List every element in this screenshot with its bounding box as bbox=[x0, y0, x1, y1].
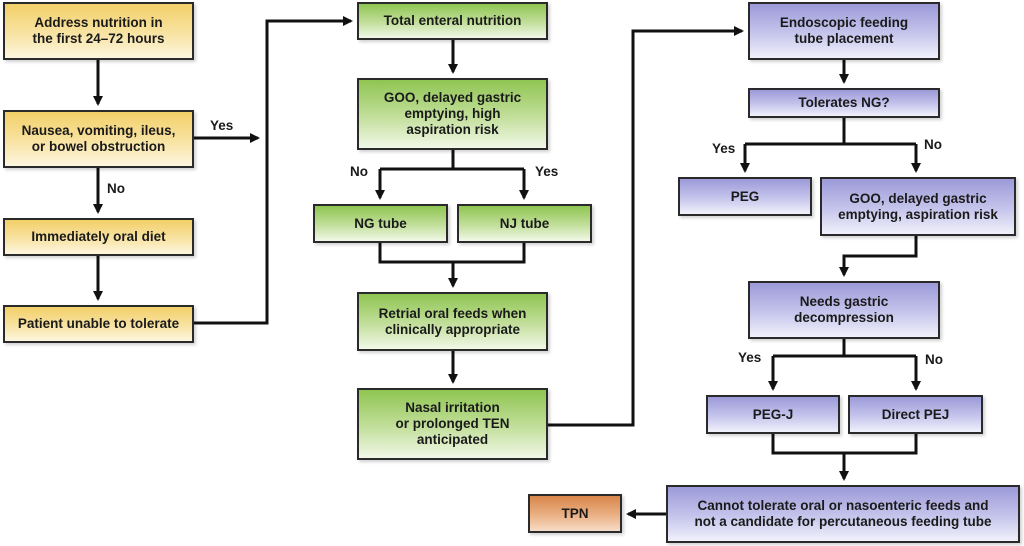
node-endoscopic-placement: Endoscopic feeding tube placement bbox=[748, 2, 940, 60]
node-cannot-tolerate: Cannot tolerate oral or nasoenteric feed… bbox=[666, 485, 1020, 543]
node-peg: PEG bbox=[678, 177, 812, 216]
label-goo-no: No bbox=[350, 164, 368, 179]
node-nasal-irritation: Nasal irritation or prolonged TEN antici… bbox=[357, 388, 548, 460]
branch-tolerates bbox=[745, 118, 916, 146]
label-goo-yes: Yes bbox=[535, 164, 559, 179]
node-ng-tube: NG tube bbox=[313, 204, 448, 243]
label-decompression-yes: Yes bbox=[738, 350, 762, 365]
node-direct-pej: Direct PEJ bbox=[848, 395, 983, 434]
merge-ng-nj bbox=[378, 243, 526, 264]
node-tolerates-ng: Tolerates NG? bbox=[748, 88, 940, 118]
node-goo-high-risk: GOO, delayed gastric emptying, high aspi… bbox=[357, 78, 548, 150]
branch-goo bbox=[380, 150, 524, 171]
arrow-nasal-to-endo bbox=[548, 26, 744, 427]
arrow-unable-to-ten bbox=[194, 16, 353, 325]
label-tolerates-no: No bbox=[924, 137, 942, 152]
node-peg-j: PEG-J bbox=[706, 395, 840, 434]
node-needs-decompression: Needs gastric decompression bbox=[748, 281, 940, 339]
label-nausea-no: No bbox=[107, 181, 125, 196]
node-retrial-oral: Retrial oral feeds when clinically appro… bbox=[357, 292, 548, 351]
node-unable-tolerate: Patient unable to tolerate bbox=[3, 305, 194, 343]
node-address-nutrition: Address nutrition in the first 24–72 hou… bbox=[3, 2, 194, 60]
label-decompression-no: No bbox=[925, 352, 943, 367]
label-nausea-yes: Yes bbox=[210, 118, 234, 133]
node-total-enteral: Total enteral nutrition bbox=[357, 2, 548, 40]
node-goo-aspiration: GOO, delayed gastric emptying, aspiratio… bbox=[820, 177, 1016, 236]
node-oral-diet: Immediately oral diet bbox=[3, 218, 194, 256]
node-tpn: TPN bbox=[528, 494, 622, 533]
merge-pegj-dpej bbox=[771, 434, 918, 455]
label-tolerates-yes: Yes bbox=[712, 141, 736, 156]
arrow-goo2-to-needs bbox=[839, 236, 918, 277]
node-nausea-vomiting: Nausea, vomiting, ileus, or bowel obstru… bbox=[3, 110, 194, 168]
node-nj-tube: NJ tube bbox=[457, 204, 592, 243]
branch-needs bbox=[773, 339, 916, 358]
